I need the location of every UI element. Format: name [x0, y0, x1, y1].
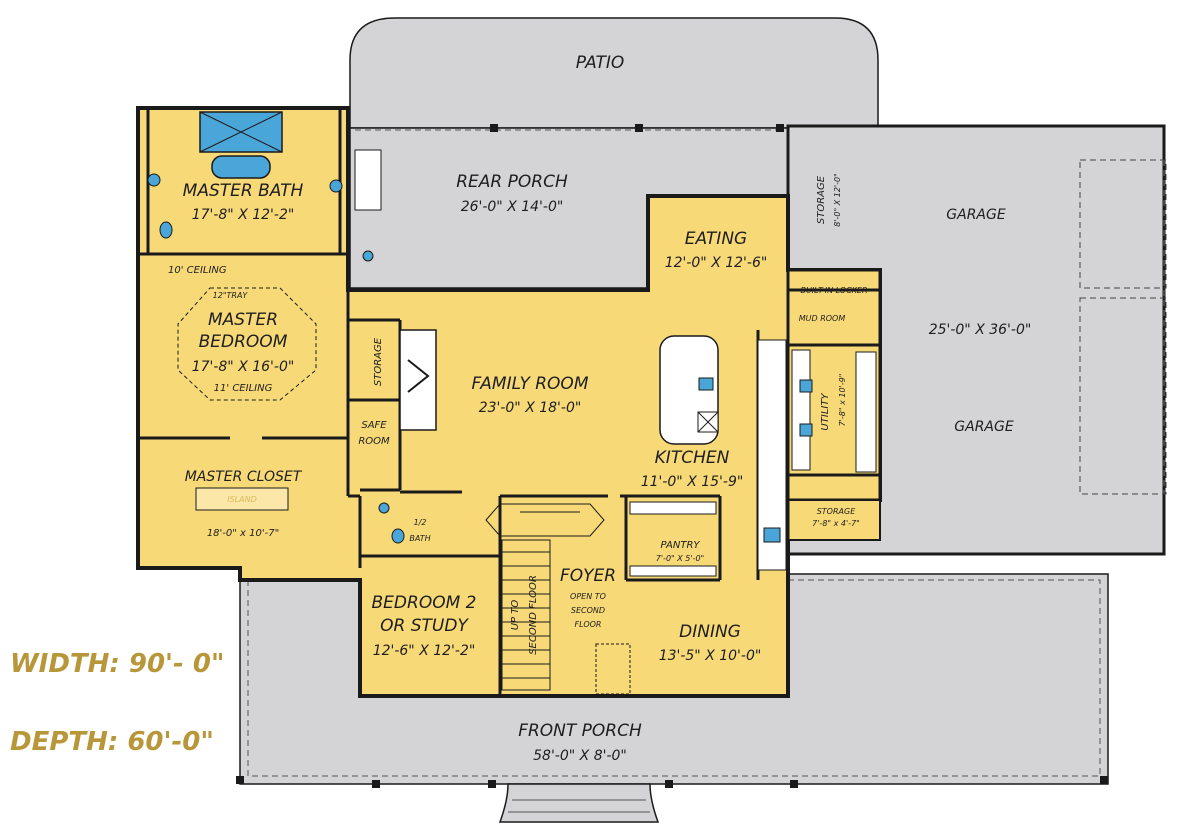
foyer-label: FOYER — [560, 566, 616, 586]
eating-size: 12'-0" X 12'-6" — [665, 255, 768, 271]
depth-dimension: DEPTH: 60'-0" — [10, 727, 214, 757]
storage-small-size: 7'-8" x 4'-7" — [812, 519, 860, 528]
half-bath-label-1: 1/2 — [414, 518, 427, 527]
master-bedroom-label-2: BEDROOM — [199, 332, 288, 352]
foyer-note-2: SECOND — [571, 606, 605, 615]
kitchen-label: KITCHEN — [655, 448, 730, 468]
bedroom2-label-2: OR STUDY — [380, 616, 469, 636]
foyer-note-3: FLOOR — [575, 620, 602, 629]
stairs-label-2: SECOND FLOOR — [528, 575, 539, 655]
bedroom2-size: 12'-6" X 12'-2" — [373, 643, 476, 659]
garage-size: 25'-0" X 36'-0" — [929, 322, 1032, 338]
bathtub — [211, 155, 271, 179]
stairs-label-1: UP TO — [510, 600, 521, 631]
built-in-locker-label: BUILT-IN LOCKER — [800, 286, 867, 295]
utility-size: 7'-8" x 10'-9" — [838, 374, 847, 427]
master-bedroom-size: 17'-8" X 16'-0" — [192, 359, 295, 375]
foyer-note-1: OPEN TO — [570, 592, 606, 601]
master-closet-size: 18'-0" x 10'-7" — [207, 528, 279, 539]
kitchen-size: 11'-0" X 15'-9" — [641, 474, 744, 490]
patio-area — [349, 17, 879, 129]
front-porch-label: FRONT PORCH — [518, 721, 642, 741]
closet-island — [195, 487, 289, 511]
half-bath-label-2: BATH — [409, 534, 430, 543]
bedroom2-label-1: BEDROOM 2 — [372, 593, 477, 613]
master-closet-label: MASTER CLOSET — [185, 469, 303, 485]
tray-ceiling-outline — [177, 287, 317, 401]
master-bedroom-ceiling: 11' CEILING — [214, 383, 273, 394]
garage-label-top: GARAGE — [946, 207, 1006, 223]
mud-room-label: MUD ROOM — [799, 314, 846, 323]
rear-porch-label: REAR PORCH — [456, 172, 568, 192]
master-bath-label: MASTER BATH — [183, 181, 304, 201]
staircase — [485, 503, 605, 691]
patio-label: PATIO — [576, 53, 625, 73]
garage-label-bottom: GARAGE — [954, 419, 1014, 435]
safe-room-label-1: SAFE — [361, 420, 387, 431]
closet-island-label: ISLAND — [227, 495, 257, 504]
pantry-label: PANTRY — [660, 540, 700, 551]
master-bedroom-label-1: MASTER — [208, 310, 278, 330]
front-porch-size: 58'-0" X 8'-0" — [533, 748, 627, 764]
family-room-label: FAMILY ROOM — [472, 374, 589, 394]
dining-size: 13'-5" X 10'-0" — [659, 648, 762, 664]
storage-garage-size: 8'-0" X 12'-0" — [833, 173, 842, 227]
width-dimension: WIDTH: 90'- 0" — [10, 649, 225, 679]
eating-label: EATING — [685, 229, 747, 249]
tray-note: 12"TRAY — [213, 291, 249, 300]
safe-room-label-2: ROOM — [358, 436, 390, 447]
storage-small-label: STORAGE — [817, 507, 856, 516]
dining-label: DINING — [679, 622, 741, 642]
storage-garage-label: STORAGE — [816, 175, 827, 224]
pantry-size: 7'-0" X 5'-0" — [656, 554, 704, 563]
master-bath-size: 17'-8" X 12'-2" — [192, 207, 295, 223]
family-room-size: 23'-0" X 18'-0" — [479, 400, 582, 416]
rear-porch-size: 26'-0" X 14'-0" — [461, 199, 564, 215]
utility-label: UTILITY — [820, 393, 831, 431]
storage-center-label: STORAGE — [373, 337, 384, 386]
master-ceiling-note: 10' CEILING — [168, 265, 227, 276]
